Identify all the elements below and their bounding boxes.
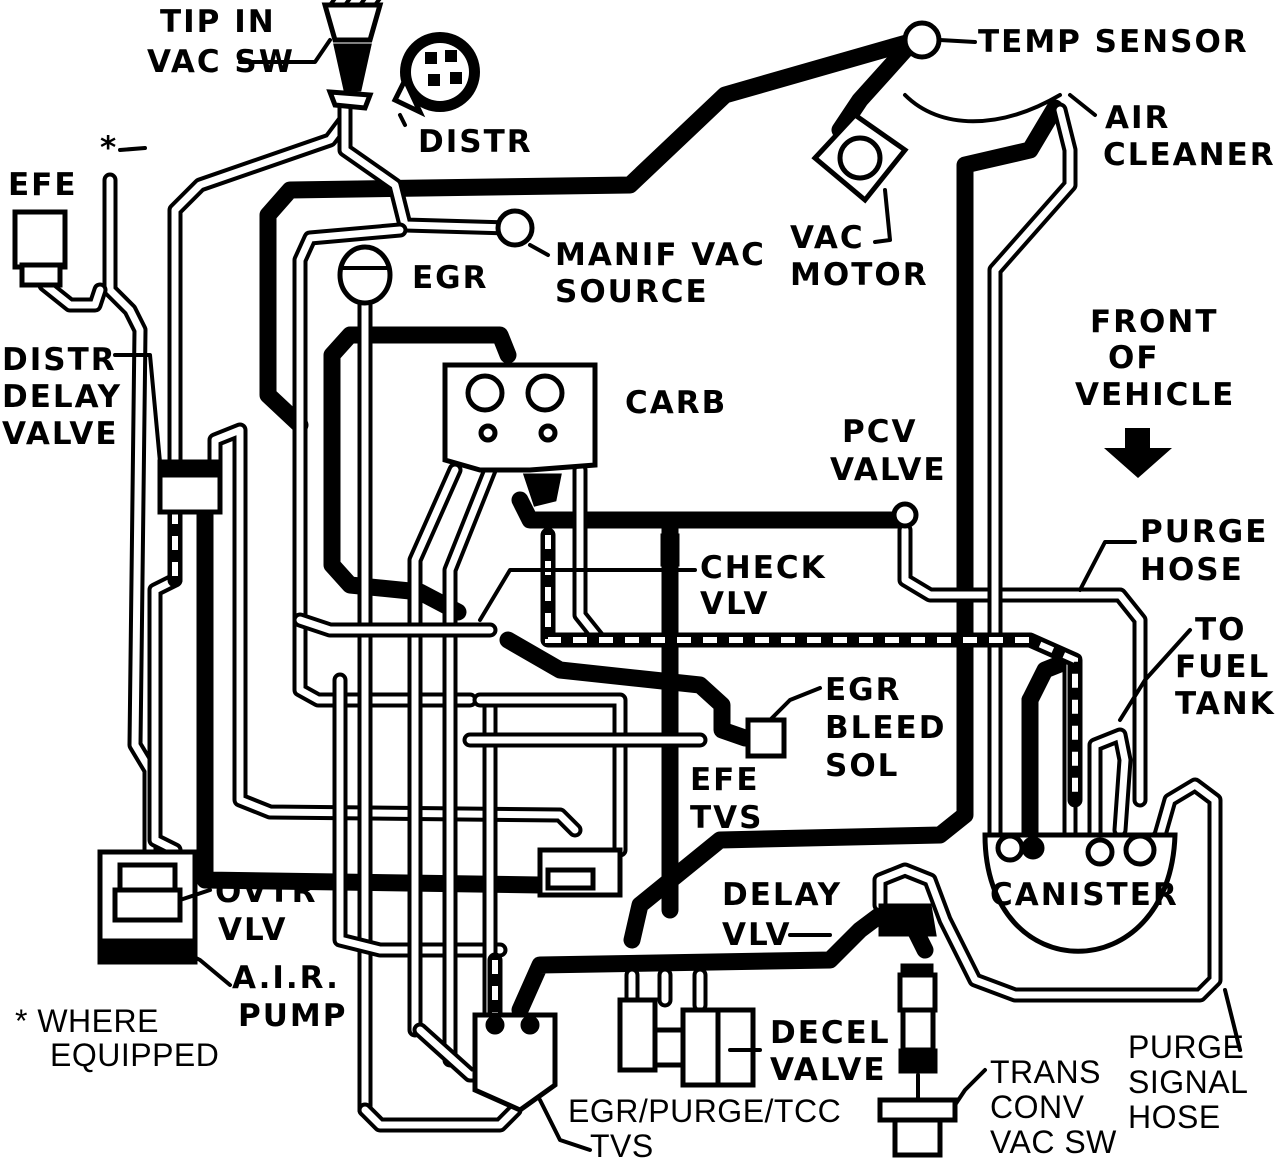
label-asterisk: * (100, 130, 118, 166)
label-distr-delay-line3: VALVE (2, 416, 119, 452)
label-efe-tvs-line2: TVS (690, 800, 763, 836)
label-check-vlv-line1: CHECK (700, 550, 827, 586)
label-delay-vlv-line1: DELAY (722, 877, 842, 913)
label-where-equipped-line1: * WHERE (15, 1003, 159, 1039)
label-to-fuel-tank-line3: TANK (1175, 686, 1276, 722)
dashed-hoses (167, 502, 1083, 1023)
label-air-pump-line1: A.I.R. (232, 960, 340, 996)
label-manif-vac-line2: SOURCE (555, 274, 709, 310)
label-distr-delay-line1: DISTR (2, 342, 117, 378)
label-front-line3: VEHICLE (1075, 377, 1235, 413)
label-manif-vac-line1: MANIF VAC (555, 237, 766, 273)
label-trans-conv-line3: VAC SW (990, 1124, 1117, 1160)
label-to-fuel-tank-line2: FUEL (1175, 649, 1270, 685)
double-line-hoses (37, 92, 1223, 1133)
label-egr-bleed-line2: BLEED (825, 710, 946, 746)
label-egr-bleed-line3: SOL (825, 748, 899, 784)
trans-conv-vac-switch (877, 1007, 958, 1158)
label-to-fuel-tank-line1: TO (1195, 612, 1247, 648)
label-tip-in-line1: TIP IN (160, 4, 276, 40)
label-vac-motor-line2: MOTOR (790, 257, 929, 293)
label-vac-motor-line1: VAC (790, 220, 865, 256)
efe-unit (12, 209, 68, 288)
air-cleaner-housing (903, 93, 1062, 124)
label-purge-hose-line1: PURGE (1140, 514, 1268, 550)
label-egr: EGR (412, 260, 489, 296)
label-purge-signal-line2: SIGNAL (1128, 1064, 1248, 1100)
tip-in-vac-switch (321, 0, 384, 111)
carburetor (442, 362, 598, 507)
canister (982, 832, 1178, 954)
label-efe-tvs-line1: EFE (690, 762, 760, 798)
distributor (391, 32, 480, 118)
label-delay-vlv-line2: VLV (722, 917, 791, 953)
label-purge-signal-line3: HOSE (1128, 1099, 1221, 1135)
egr-bleed-solenoid (745, 717, 787, 759)
leader-lines (113, 38, 1242, 1152)
label-ovtr-vlv-line1: OVTR (215, 874, 318, 910)
manif-vac-source-port (495, 208, 535, 248)
ovtr-valve (112, 887, 183, 923)
air-pump (97, 849, 198, 965)
distr-delay-valve-cap (158, 460, 222, 478)
label-trans-conv-line2: CONV (990, 1089, 1085, 1125)
label-egr-bleed-line1: EGR (825, 672, 902, 708)
label-purge-signal-line1: PURGE (1128, 1029, 1244, 1065)
label-tip-in-line2: VAC SW (147, 44, 295, 80)
label-egr-purge-tcc-line2: TVS (590, 1128, 654, 1162)
check-valve (660, 533, 680, 567)
egr-valve (337, 244, 393, 306)
label-air-cleaner-line1: AIR (1105, 100, 1170, 136)
label-decel-valve-line2: VALVE (770, 1052, 887, 1088)
label-distr: DISTR (418, 124, 533, 160)
labels: TIP IN VAC SW TEMP SENSOR DISTR AIR CLEA… (2, 4, 1276, 1162)
label-pcv-line1: PCV (842, 414, 917, 450)
label-purge-hose-line2: HOSE (1140, 552, 1244, 588)
egr-purge-tcc-tvs (472, 1012, 558, 1113)
label-front-line1: FRONT (1090, 304, 1219, 340)
label-decel-valve-line1: DECEL (770, 1015, 891, 1051)
label-temp-sensor: TEMP SENSOR (978, 24, 1249, 60)
label-front-line2: OF (1108, 340, 1160, 376)
label-trans-conv-line1: TRANS (990, 1054, 1101, 1090)
label-distr-delay-line2: DELAY (2, 379, 122, 415)
label-canister: CANISTER (990, 877, 1179, 913)
vac-motor (811, 111, 909, 204)
temp-sensor (902, 20, 942, 60)
label-ovtr-vlv-line2: VLV (218, 912, 287, 948)
label-air-pump-line2: PUMP (238, 998, 347, 1034)
front-direction-arrow-icon (1104, 428, 1172, 478)
label-check-vlv-line2: VLV (700, 586, 769, 622)
label-pcv-line2: VALVE (830, 452, 947, 488)
label-efe: EFE (8, 167, 78, 203)
label-egr-purge-tcc-line1: EGR/PURGE/TCC (568, 1093, 841, 1129)
efe-tvs (537, 847, 623, 898)
delay-valve (878, 903, 938, 1013)
label-air-cleaner-line2: CLEANER (1103, 137, 1276, 173)
pcv-valve (891, 501, 919, 529)
label-where-equipped-line2: EQUIPPED (50, 1037, 219, 1073)
decel-valve (617, 997, 756, 1088)
label-carb: CARB (625, 385, 727, 421)
